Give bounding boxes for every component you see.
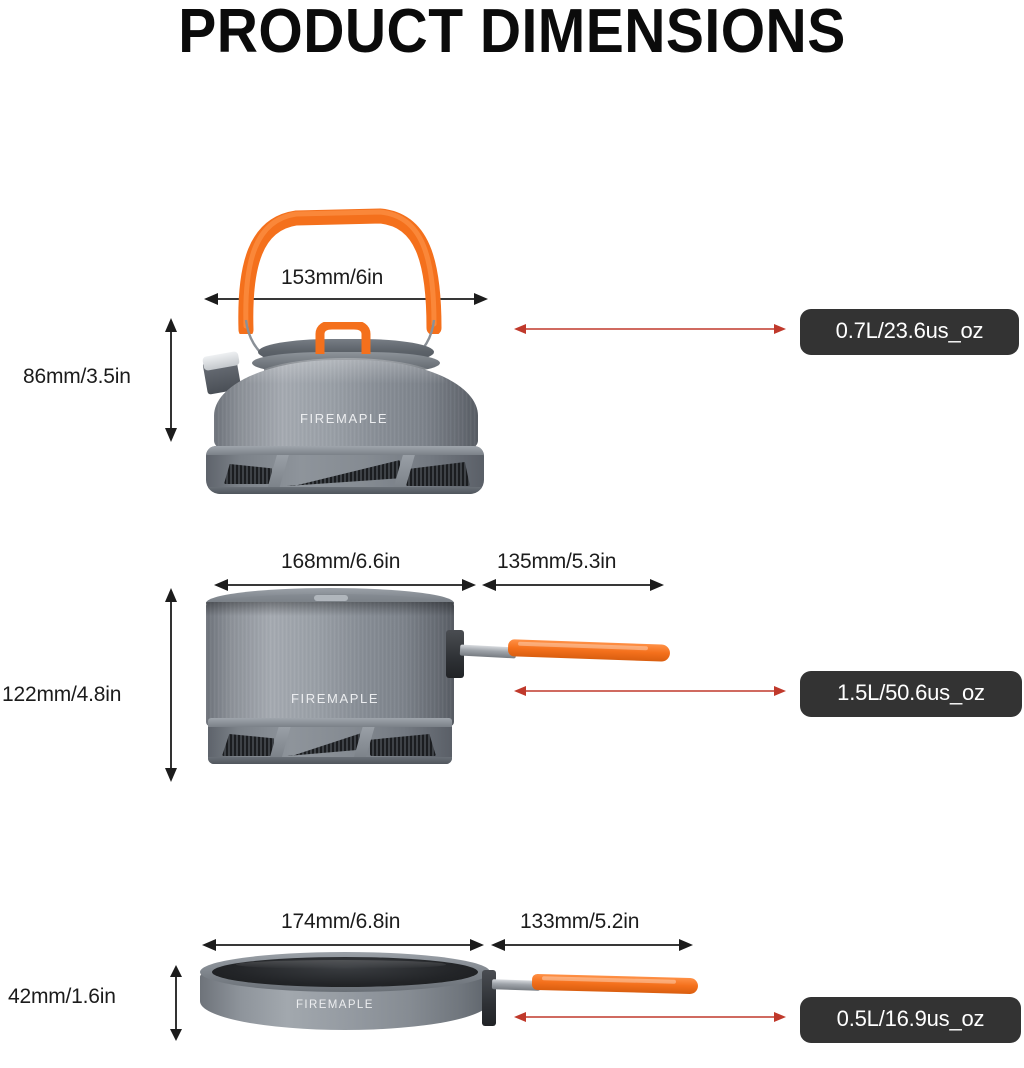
pot-handle-label: 135mm/5.3in <box>497 550 617 573</box>
kettle-body <box>214 360 478 456</box>
fin-window <box>224 464 272 484</box>
pot-capacity-arrow <box>514 686 786 696</box>
pot-body <box>206 602 454 726</box>
kettle-illustration: FIREMAPLE <box>190 200 500 494</box>
fin-window <box>222 734 274 756</box>
kettle-fin-base <box>206 446 484 494</box>
kettle-height-label: 86mm/3.5in <box>23 365 131 388</box>
fin-window <box>406 462 470 486</box>
pot-handle-arrow <box>482 579 664 591</box>
frypan-height-arrow <box>170 965 182 1041</box>
kettle-lid-handle <box>315 322 371 354</box>
frypan-width-arrow <box>202 939 484 951</box>
frypan-width-label: 174mm/6.8in <box>281 910 401 933</box>
pot-lid-tab <box>314 595 348 601</box>
frypan-interior-highlight <box>236 960 446 969</box>
fin-base-bottom-edge <box>206 487 484 494</box>
kettle-height-arrow <box>165 318 177 442</box>
pot-capacity-badge: 1.5L/50.6us_oz <box>800 671 1022 717</box>
pot-height-label: 122mm/4.8in <box>2 683 122 706</box>
frypan-handle-arrow <box>491 939 693 951</box>
fin-window <box>286 460 400 486</box>
fin-window <box>370 734 436 756</box>
kettle-capacity-arrow <box>514 324 786 334</box>
product-section-kettle: 153mm/6in 86mm/3.5in <box>0 120 1024 500</box>
product-section-frypan: 174mm/6.8in 133mm/5.2in 42mm/1.6in FIREM… <box>0 890 1024 1068</box>
frypan-height-label: 42mm/1.6in <box>8 985 116 1008</box>
frypan-capacity-badge: 0.5L/16.9us_oz <box>800 997 1021 1043</box>
fin-base-top-edge <box>206 446 484 455</box>
pot-handle-bracket <box>446 630 464 678</box>
kettle-bail-handle <box>238 208 442 334</box>
fin-window <box>287 733 360 756</box>
pot-rim-shadow <box>206 602 454 616</box>
fin-base-top-edge <box>208 718 452 727</box>
pot-fin-base <box>208 718 452 764</box>
frypan-interior <box>212 957 478 987</box>
pot-brand-label: FIREMAPLE <box>291 691 380 706</box>
product-section-pot: 168mm/6.6in 135mm/5.3in 122mm/4.8in FIRE… <box>0 520 1024 840</box>
page-title: PRODUCT DIMENSIONS <box>178 0 846 66</box>
pot-illustration: FIREMAPLE <box>196 588 676 788</box>
pot-width-label: 168mm/6.6in <box>281 550 401 573</box>
frypan-capacity-arrow <box>514 1012 786 1022</box>
pot-height-arrow <box>165 588 177 782</box>
kettle-brand-label: FIREMAPLE <box>300 411 389 426</box>
fin-base-bottom-edge <box>208 757 452 764</box>
frypan-brand-label: FIREMAPLE <box>296 999 374 1011</box>
frypan-illustration: FIREMAPLE <box>196 952 706 1062</box>
frypan-handle-label: 133mm/5.2in <box>520 910 640 933</box>
kettle-capacity-badge: 0.7L/23.6us_oz <box>800 309 1019 355</box>
pot-width-arrow <box>214 579 476 591</box>
kettle-width-label: 153mm/6in <box>281 266 384 289</box>
